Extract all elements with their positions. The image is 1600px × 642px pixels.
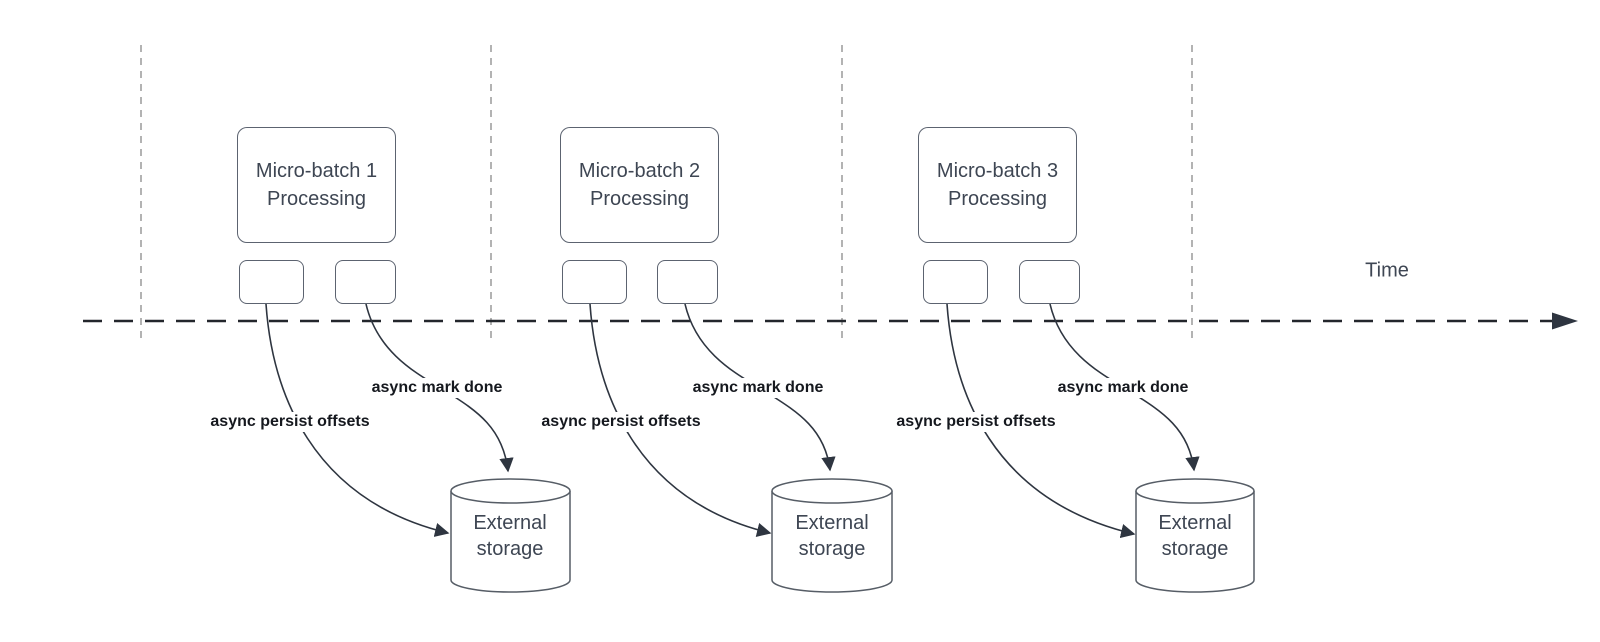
- external-storage-cylinder-3: [1135, 478, 1255, 593]
- micro-batch-2-processing-box: Micro-batch 2 Processing: [560, 127, 719, 243]
- micro-batch-1-label: Micro-batch 1 Processing: [255, 160, 378, 210]
- micro-batch-3-label: Micro-batch 3 Processing: [936, 160, 1059, 210]
- offset-log-box-2: [562, 260, 627, 304]
- offset-log-box-3: [923, 260, 988, 304]
- persist-offsets-label-3: async persist offsets: [893, 412, 1059, 432]
- persist-offsets-label-2: async persist offsets: [538, 412, 704, 432]
- micro-batch-1-processing-box: Micro-batch 1 Processing: [237, 127, 396, 243]
- commit-log-box-3: [1019, 260, 1080, 304]
- persist-offsets-arrow-2: [589, 303, 772, 537]
- mark-done-label-1: async mark done: [368, 378, 506, 398]
- mark-done-label-3: async mark done: [1054, 378, 1192, 398]
- offset-log-box-1: [239, 260, 304, 304]
- time-axis-arrowhead-icon: [1552, 312, 1578, 330]
- external-storage-label-1: External storage: [473, 512, 547, 560]
- external-storage-cylinder-2: [771, 478, 893, 593]
- external-storage-label-3: External storage: [1158, 512, 1232, 560]
- commit-log-box-1: [335, 260, 396, 304]
- external-storage-label-2: External storage: [795, 512, 869, 560]
- external-storage-cylinder-1: [450, 478, 571, 593]
- persist-offsets-arrow-1: [265, 303, 450, 537]
- commit-log-box-2: [657, 260, 718, 304]
- mark-done-label-2: async mark done: [689, 378, 827, 398]
- persist-offsets-arrow-3: [946, 303, 1136, 538]
- micro-batch-3-processing-box: Micro-batch 3 Processing: [918, 127, 1077, 243]
- persist-offsets-label-1: async persist offsets: [207, 412, 373, 432]
- time-axis-label: Time: [1365, 259, 1409, 282]
- micro-batch-2-label: Micro-batch 2 Processing: [578, 160, 701, 210]
